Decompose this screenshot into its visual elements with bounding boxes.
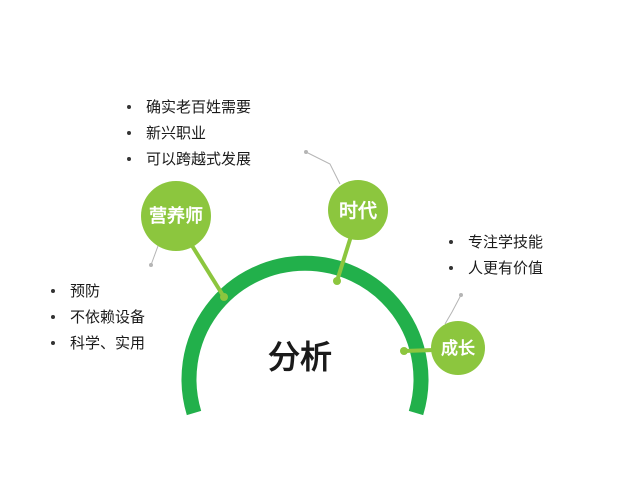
bullet-list-top: 确实老百姓需要 新兴职业 可以跨越式发展 xyxy=(122,94,251,172)
connector-dot-era xyxy=(333,277,341,285)
node-growth-label: 成长 xyxy=(441,338,476,359)
node-era-label: 时代 xyxy=(339,200,377,222)
node-nutritionist-label: 营养师 xyxy=(149,205,203,227)
node-growth-circle xyxy=(431,321,485,375)
pointer-dot-top xyxy=(304,150,308,154)
list-item: 不依赖设备 xyxy=(46,304,145,330)
bullet-list-left: 预防 不依赖设备 科学、实用 xyxy=(46,278,145,356)
connector-dot-nutritionist xyxy=(220,293,228,301)
connector-dot-growth xyxy=(400,347,408,355)
center-arc xyxy=(181,255,429,416)
center-label: 分析 xyxy=(268,338,332,376)
list-item: 专注学技能 xyxy=(444,229,543,255)
list-item: 确实老百姓需要 xyxy=(122,94,251,120)
connector-growth xyxy=(403,348,435,353)
list-item: 可以跨越式发展 xyxy=(122,146,251,172)
pointer-dot-right xyxy=(459,293,463,297)
node-era-circle xyxy=(328,180,388,240)
node-nutritionist-circle xyxy=(141,181,211,251)
connector-era xyxy=(335,232,354,282)
pointer-line-right xyxy=(444,294,462,325)
pointer-dot-left xyxy=(149,263,153,267)
list-item: 新兴职业 xyxy=(122,120,251,146)
list-item: 人更有价值 xyxy=(444,255,543,281)
list-item: 预防 xyxy=(46,278,145,304)
bullet-list-right: 专注学技能 人更有价值 xyxy=(444,229,543,281)
list-item: 科学、实用 xyxy=(46,330,145,356)
pointer-line-top xyxy=(305,151,341,185)
